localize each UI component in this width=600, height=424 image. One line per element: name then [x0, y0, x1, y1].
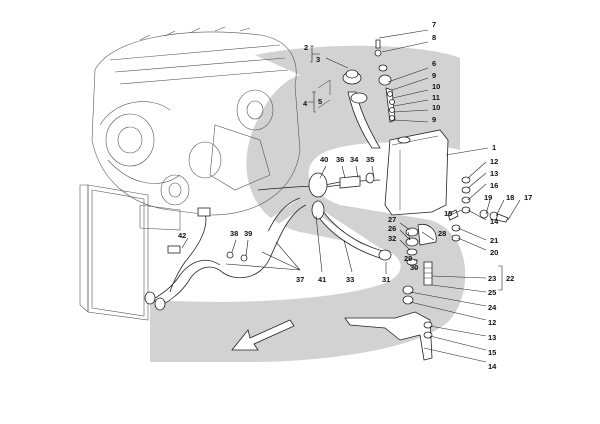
callout-9-b: 9 — [432, 115, 436, 124]
callout-23: 23 — [488, 274, 496, 283]
callout-34: 34 — [350, 155, 359, 164]
callout-27: 27 — [388, 215, 396, 224]
callout-33: 33 — [346, 275, 354, 284]
callout-10-b: 10 — [432, 103, 440, 112]
callout-24: 24 — [488, 303, 497, 312]
callout-19: 19 — [484, 193, 492, 202]
callout-15: 15 — [444, 209, 452, 218]
watermark-logo — [150, 45, 466, 363]
callout-16: 16 — [490, 181, 498, 190]
direction-arrow — [231, 319, 295, 351]
oil-reservoir-tank — [384, 129, 449, 216]
callout-11: 11 — [432, 93, 440, 102]
callout-18: 18 — [506, 193, 514, 202]
callout-28: 28 — [438, 229, 446, 238]
callout-30: 30 — [410, 263, 418, 272]
callout-8: 8 — [432, 33, 436, 42]
callout-6: 6 — [432, 59, 436, 68]
radiator — [79, 184, 149, 321]
callout-7: 7 — [432, 20, 436, 29]
callout-25: 25 — [488, 288, 496, 297]
callout-40: 40 — [320, 155, 328, 164]
callout-9: 9 — [432, 71, 436, 80]
callout-21: 21 — [490, 236, 498, 245]
callout-12: 12 — [490, 157, 498, 166]
callout-5: 5 — [318, 97, 322, 106]
callout-39: 39 — [244, 229, 252, 238]
callout-22: 22 — [506, 274, 514, 283]
callout-14-b: 14 — [488, 362, 497, 371]
callout-32: 32 — [388, 234, 396, 243]
callout-10: 10 — [432, 82, 440, 91]
mounting-bracket — [344, 285, 433, 361]
engine-block — [91, 26, 301, 231]
callout-labels: 7 8 2 3 6 9 10 11 10 9 4 5 1 12 13 16 15… — [178, 20, 532, 371]
callout-31: 31 — [382, 275, 390, 284]
callout-4: 4 — [303, 99, 308, 108]
callout-20: 20 — [490, 248, 498, 257]
filler-neck — [317, 39, 396, 149]
callout-13: 13 — [490, 169, 498, 178]
callout-26: 26 — [388, 224, 396, 233]
leader-lines — [181, 29, 521, 363]
callout-15-b: 15 — [488, 348, 496, 357]
callout-12-b: 12 — [488, 318, 496, 327]
callout-13-b: 13 — [488, 333, 496, 342]
watermark-swoosh — [150, 45, 466, 363]
callout-37: 37 — [296, 275, 304, 284]
callout-17: 17 — [524, 193, 532, 202]
callout-35: 35 — [366, 155, 374, 164]
callout-3: 3 — [316, 55, 320, 64]
callout-29: 29 — [404, 254, 412, 263]
callout-2: 2 — [304, 43, 308, 52]
callout-1: 1 — [492, 143, 496, 152]
callout-14: 14 — [490, 217, 499, 226]
callout-36: 36 — [336, 155, 344, 164]
callout-38: 38 — [230, 229, 238, 238]
oil-hoses — [144, 172, 392, 311]
callout-41: 41 — [318, 275, 326, 284]
callout-42: 42 — [178, 231, 186, 240]
